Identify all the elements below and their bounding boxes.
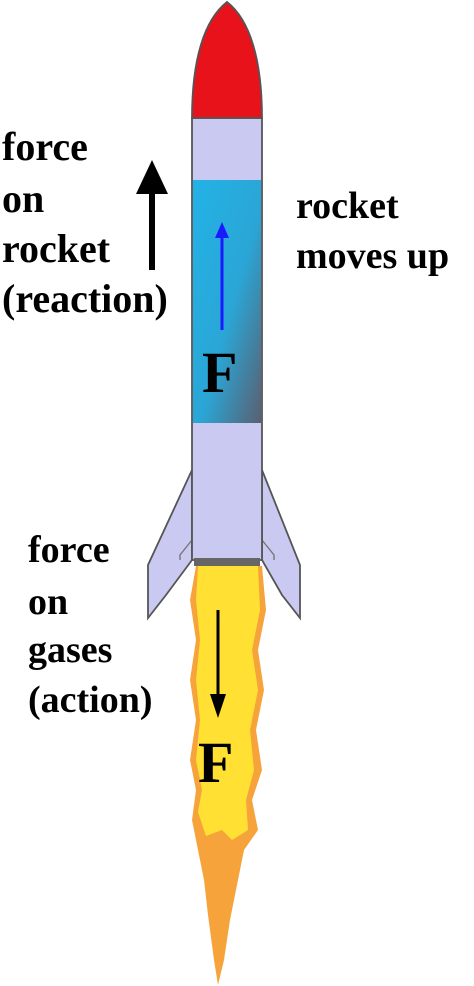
reaction-force-arrowhead [136, 160, 168, 194]
action-label-line3: gases [28, 629, 112, 671]
fin-right [261, 469, 301, 621]
nose-cone [191, 0, 263, 119]
fuel-tank [193, 180, 261, 423]
force-on-rocket-inner-arrowhead [215, 222, 229, 238]
fin-left [147, 469, 193, 621]
action-label-line4: (action) [28, 679, 153, 721]
force-symbol-lower: F [198, 730, 233, 795]
motion-label-line1: rocket [296, 185, 399, 227]
action-label-line1: force [28, 529, 110, 571]
force-on-gases-arrowhead [210, 694, 226, 718]
reaction-label-line2: on [2, 176, 44, 221]
nozzle [194, 558, 260, 566]
flame-inner [196, 566, 260, 840]
motion-label-line2: moves up [296, 235, 449, 277]
reaction-label-line3: rocket [2, 226, 111, 271]
reaction-label-line1: force [2, 124, 88, 169]
fin-right-detail [261, 539, 275, 560]
fin-left-detail [179, 539, 193, 560]
reaction-label-line4: (reaction) [2, 276, 168, 321]
action-label-line2: on [28, 581, 68, 623]
force-symbol-upper: F [202, 340, 237, 405]
